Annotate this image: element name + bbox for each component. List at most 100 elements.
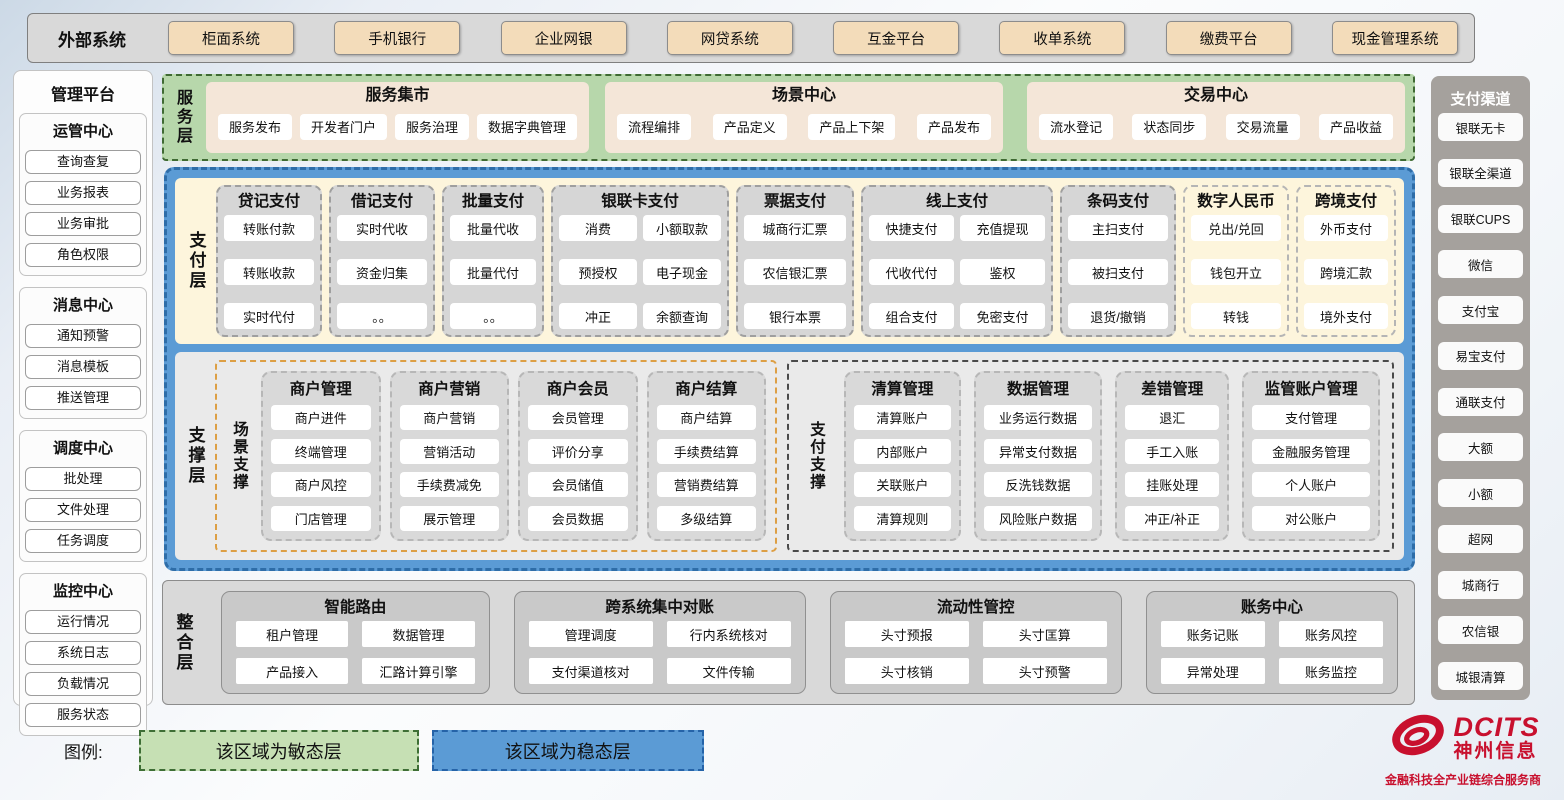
payment-group-credit: 贷记支付 转账付款转账收款实时代付 [216,185,322,337]
legend: 图例: 该区域为敏态层 该区域为稳态层 [64,730,704,771]
module-box: 评价分享 [528,438,628,464]
legend-label: 图例: [64,743,103,762]
channel-box: 小额 [1438,479,1523,507]
payment-group-batch: 批量支付 批量代收批量代付。。 [442,185,544,337]
group-items: 批量代收批量代付。。 [450,215,536,329]
group-items: 转账付款转账收款实时代付 [224,215,314,329]
dcits-swirl-icon [1387,707,1449,768]
module-box: 系统日志 [25,641,141,665]
external-system-box: 柜面系统 [168,21,294,55]
module-box: 查询查复 [25,150,141,174]
integration-group-liquidity-control: 流动性管控 头寸预报头寸匡算头寸核销头寸预警 [829,591,1122,694]
group-title: 银联卡支付 [601,193,679,210]
external-system-box: 网贷系统 [666,21,793,55]
module-box: 清算账户 [854,405,951,430]
module-box: 流程编排 [617,113,692,140]
module-box: 门店管理 [271,505,371,531]
logo-brand-text: DCITS [1453,712,1540,743]
dcits-logo: DCITS 神州信息 金融科技全产业链综合服务商 [1370,707,1556,788]
group-items: 外币支付跨境汇款境外支付 [1304,215,1388,329]
module-box: 组合支付 [869,303,954,329]
module-box: 冲正 [559,303,637,329]
channel-box: 易宝支付 [1438,341,1523,370]
module-box: 手续费减免 [399,472,499,498]
group-title: 场景中心 [772,87,837,104]
section-message-center: 消息中心 通知预警消息模板推送管理 [19,287,147,419]
payment-group-bill: 票据支付 城商行汇票农信银汇票银行本票 [736,185,854,337]
module-box: 业务审批 [25,212,141,236]
module-box: 清算规则 [854,505,951,531]
module-box: 农信银汇票 [744,259,846,285]
module-box: 异常支付数据 [983,438,1093,464]
group-title: 交易中心 [1184,87,1249,104]
group-title: 服务集市 [365,87,430,104]
module-box: 境外支付 [1304,303,1388,329]
module-box: 服务发布 [218,113,293,140]
channel-box: 城商行 [1438,570,1523,599]
module-box: 挂账处理 [1125,472,1220,498]
payment-group-online: 线上支付 快捷支付充值提现代收代付鉴权组合支付免密支付 [861,185,1053,337]
module-box: 预授权 [559,259,637,285]
group-trade-center: 交易中心 流水登记状态同步交易流量产品收益 [1027,82,1405,153]
group-items: 业务运行数据异常支付数据反洗钱数据风险账户数据 [983,405,1093,531]
module-box: 免密支付 [960,303,1045,329]
module-box: 退汇 [1125,405,1220,430]
module-box: 通知预警 [25,324,141,348]
module-box: 内部账户 [854,438,951,464]
module-box: 文件传输 [666,658,791,684]
module-box: 手工入账 [1125,438,1220,464]
module-box: 会员管理 [528,405,628,430]
module-box: 多级结算 [656,505,756,531]
module-box: 账务监控 [1278,658,1383,684]
module-box: 实时代付 [224,303,314,329]
module-box: 批量代收 [450,215,536,241]
module-box: 展示管理 [399,505,499,531]
module-box: 转钱 [1191,303,1281,329]
group-title: 流动性管控 [936,599,1015,616]
module-box: 推送管理 [25,386,141,410]
module-box: 资金归集 [337,259,427,285]
group-title: 清算管理 [871,381,934,398]
group-items: 账务记账账务风控异常处理账务监控 [1160,621,1383,684]
module-box: 电子现金 [643,259,721,285]
group-items: 城商行汇票农信银汇票银行本票 [744,215,846,329]
module-box: 管理调度 [528,621,653,647]
support-group-regulatory-account: 监管账户管理 支付管理金融服务管理个人账户对公账户 [1242,371,1380,541]
group-title: 票据支付 [763,193,826,210]
module-box: 银行本票 [744,303,846,329]
module-box: 服务状态 [25,703,141,727]
group-items: 消费小额取款预授权电子现金冲正余额查询 [559,215,721,329]
support-group-merchant-management: 商户管理 商户进件终端管理商户风控门店管理 [261,371,381,541]
integration-group-accounting-center: 账务中心 账务记账账务风控异常处理账务监控 [1145,591,1398,694]
group-service-market: 服务集市 服务发布开发者门户服务治理数据字典管理 [206,82,590,153]
group-items: 服务发布开发者门户服务治理数据字典管理 [218,107,578,146]
module-box: 任务调度 [25,529,141,553]
support-group-error-management: 差错管理 退汇手工入账挂账处理冲正/补正 [1115,371,1230,541]
channel-box: 支付宝 [1438,296,1523,324]
group-items: 商户营销营销活动手续费减免展示管理 [399,405,499,531]
management-platform-title: 管理平台 [50,87,115,104]
module-box: 产品定义 [712,113,787,140]
module-box: 数据管理 [362,621,475,647]
module-box: 关联账户 [854,472,951,498]
legend-stable-box: 该区域为稳态层 [431,730,704,771]
module-box: 汇路计算引擎 [362,658,475,684]
payment-group-debit: 借记支付 实时代收资金归集。。 [329,185,435,337]
section-items: 运行情况系统日志负载情况服务状态 [25,603,141,727]
group-title: 线上支付 [925,193,988,210]
module-box: 营销费结算 [656,472,756,498]
payment-layer-label: 支付层 [186,231,206,291]
channel-box: 银联无卡 [1438,113,1523,141]
channel-box: 大额 [1438,433,1523,462]
group-items: 头寸预报头寸匡算头寸核销头寸预警 [844,621,1107,684]
module-box: 开发者门户 [300,113,388,140]
module-box: 文件处理 [25,498,141,522]
group-title: 条码支付 [1086,193,1149,210]
group-title: 借记支付 [350,193,413,210]
module-box: 主扫支付 [1068,215,1168,241]
module-box: 对公账户 [1252,505,1370,531]
module-box: 支付渠道核对 [528,658,653,684]
channel-box: 农信银 [1438,616,1523,645]
support-group-merchant-settlement: 商户结算 商户结算手续费结算营销费结算多级结算 [646,371,766,541]
section-items: 查询查复业务报表业务审批角色权限 [25,143,141,267]
